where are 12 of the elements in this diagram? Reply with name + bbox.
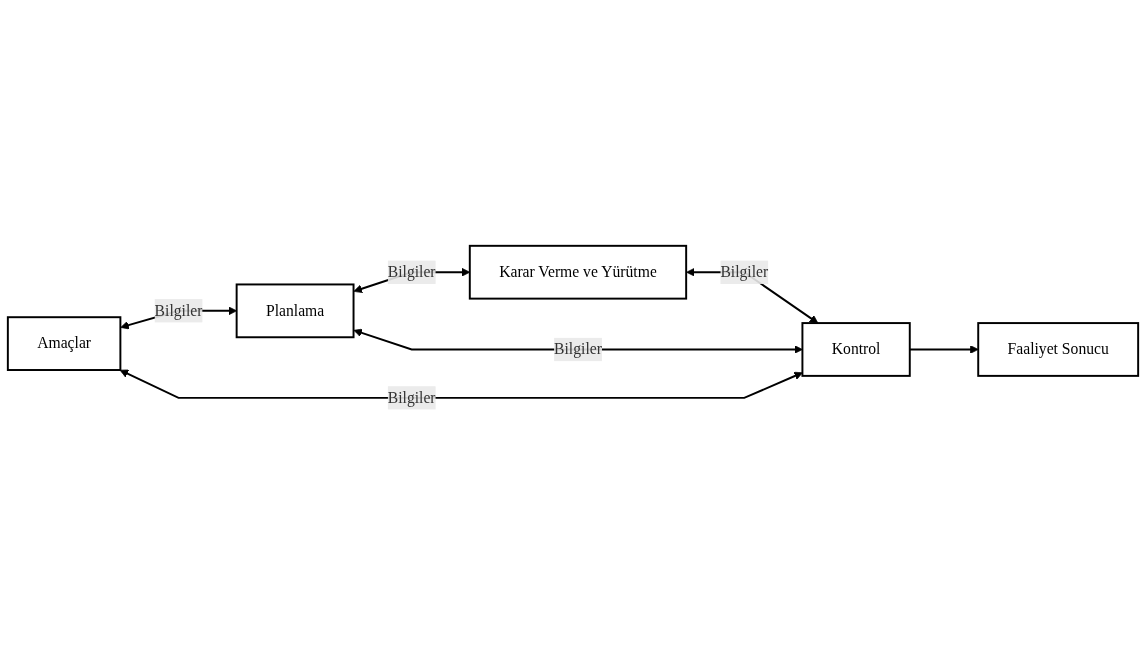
edge-label: Bilgiler — [720, 263, 769, 280]
edge-label: Bilgiler — [554, 340, 602, 358]
node-box: Faaliyet Sonucu — [977, 321, 1140, 377]
edge-label: Bilgiler — [387, 263, 436, 280]
node-box: Karar Verme ve Yürütme — [468, 244, 688, 300]
arrow — [119, 369, 803, 399]
node-box: Kontrol — [801, 321, 911, 377]
edge-label: Bilgiler — [387, 388, 436, 406]
edge-label: Bilgiler — [154, 301, 203, 319]
arrow — [353, 328, 803, 354]
node-box: Amaçlar — [6, 316, 122, 371]
node-box: Planlama — [235, 283, 355, 338]
